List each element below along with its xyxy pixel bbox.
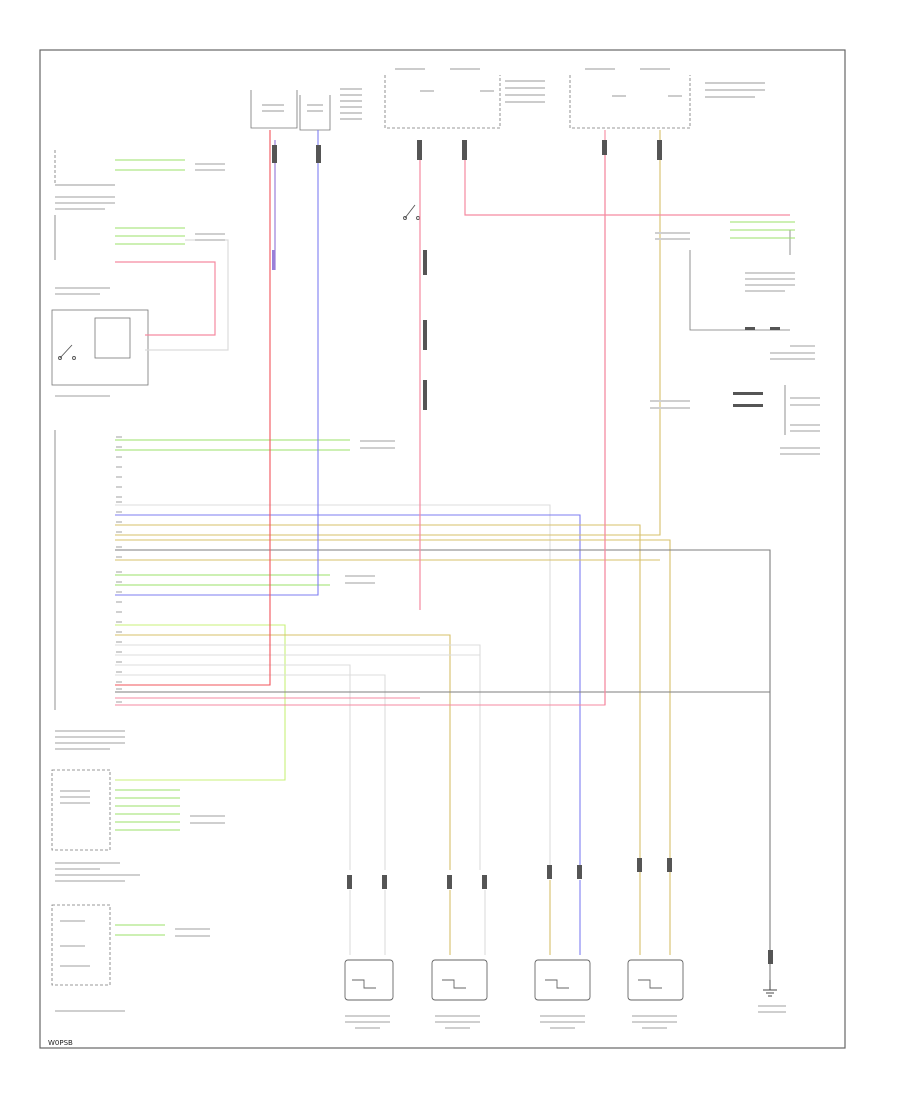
left-front-wheel-sensor [344, 959, 394, 1001]
sensor-leads [349, 872, 671, 955]
right-front-wheel-sensor [534, 959, 591, 1001]
wheel-sensor-connectors [347, 858, 773, 964]
left-rear-wheel-sensor [431, 959, 488, 1001]
right-wires [730, 221, 795, 239]
pin-column [116, 436, 122, 703]
top-connectors [250, 75, 691, 131]
ground-symbol [763, 980, 777, 997]
diagram-frame [39, 49, 846, 1049]
right-rear-wheel-sensor [627, 959, 684, 1001]
right-connector-blocks [733, 327, 780, 407]
top-connector-labels [262, 68, 765, 120]
right-labels [650, 232, 820, 455]
switch-symbols [58, 204, 420, 360]
left-labels [55, 196, 140, 1012]
footer-code: W0PSB [48, 1039, 73, 1047]
right-components [689, 230, 791, 435]
left-short-wires [115, 159, 185, 936]
vertical-feeds [115, 140, 790, 705]
module-pin-rows [115, 130, 771, 980]
wheel-sensors [344, 959, 684, 1001]
inline-connectors [272, 140, 662, 410]
sensor-labels [345, 1005, 786, 1029]
left-components [51, 150, 149, 986]
left-wire-labels [175, 163, 395, 937]
